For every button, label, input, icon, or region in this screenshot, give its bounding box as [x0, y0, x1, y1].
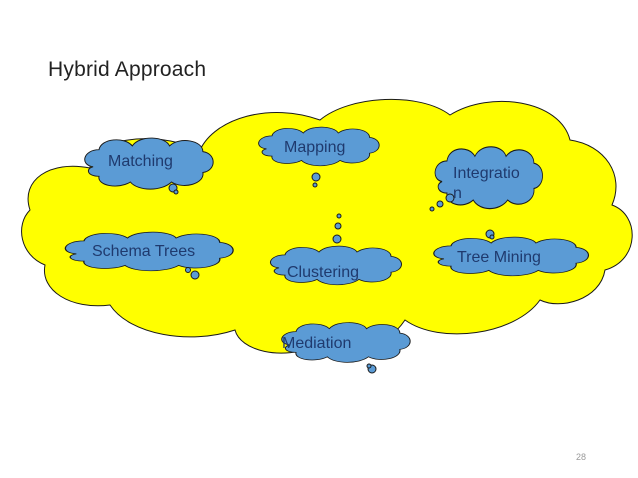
page-number: 28	[576, 452, 587, 462]
label-clustering: Clustering	[287, 264, 359, 281]
label-integration-line2: n	[453, 185, 462, 202]
slide-title: Hybrid Approach	[48, 58, 207, 81]
label-tree-mining: Tree Mining	[457, 249, 541, 266]
label-matching: Matching	[108, 153, 173, 170]
label-schema-trees: Schema Trees	[92, 243, 195, 260]
thought-dots	[168, 172, 495, 374]
label-integration-line1: Integratio	[453, 165, 520, 182]
label-mediation: Mediation	[282, 335, 351, 352]
label-mapping: Mapping	[284, 139, 345, 156]
